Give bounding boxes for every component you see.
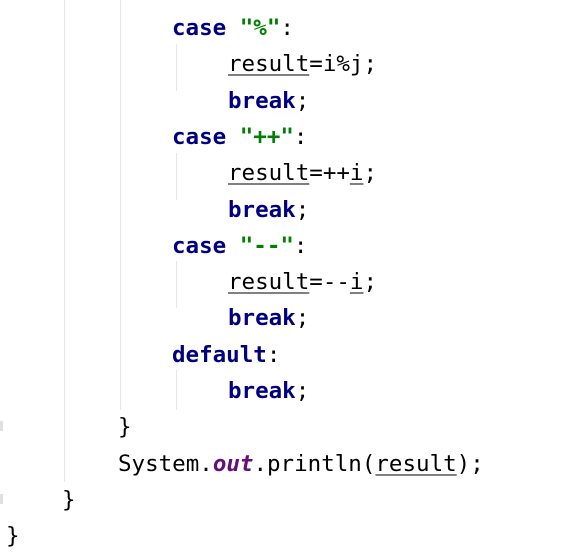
token-text: } (118, 414, 132, 441)
token-string: "++" (239, 123, 294, 150)
token-keyword: case (172, 15, 227, 41)
fold-marker[interactable] (0, 421, 3, 431)
code-line-method-close-brace[interactable]: } (62, 482, 76, 518)
token-variable: i (349, 269, 364, 296)
token-keyword: case (172, 232, 227, 259)
token-text (226, 233, 240, 259)
token-keyword: default (172, 341, 267, 368)
token-keyword: break (228, 196, 296, 223)
token-text: : (266, 341, 281, 368)
code-line-case-percent[interactable]: case "%": (172, 10, 294, 46)
token-text: : (280, 15, 294, 41)
token-text (226, 15, 240, 41)
token-variable: result (228, 269, 310, 296)
token-text: ); (456, 450, 484, 477)
code-line-break-1[interactable]: break; (228, 83, 309, 119)
code-line-assign-modulo[interactable]: result=i%j; (228, 46, 377, 82)
token-variable: i (349, 160, 364, 187)
token-static-field: out (212, 450, 254, 477)
token-text: ; (295, 378, 310, 404)
token-string: "--" (239, 232, 294, 259)
code-line-break-3[interactable]: break; (228, 300, 309, 336)
indent-guide (176, 153, 177, 200)
token-keyword: break (228, 305, 296, 332)
token-text: } (6, 523, 20, 550)
code-line-class-close-brace[interactable]: } (6, 518, 20, 554)
token-text: =++ (309, 160, 350, 187)
token-text: : (293, 123, 308, 150)
code-line-switch-close-brace[interactable]: } (118, 409, 132, 445)
indent-guide (176, 261, 177, 308)
code-line-case-increment[interactable]: case "++": (172, 119, 307, 155)
token-text: } (62, 486, 76, 513)
token-text: .println( (253, 450, 376, 477)
code-line-println-call[interactable]: System.out.println(result); (118, 446, 484, 482)
token-variable: result (228, 160, 310, 187)
token-variable: result (228, 51, 310, 78)
code-line-case-decrement[interactable]: case "--": (172, 228, 307, 264)
token-text: =-- (309, 269, 350, 296)
token-text (226, 124, 240, 150)
code-line-default-label[interactable]: default: (172, 337, 280, 373)
token-text: System. (118, 450, 213, 477)
indent-guide (176, 370, 177, 410)
indent-guide (64, 0, 65, 482)
code-line-assign-decrement[interactable]: result=--i; (228, 264, 377, 300)
token-keyword: case (172, 123, 227, 150)
fold-marker[interactable] (0, 494, 3, 504)
token-string: "%" (239, 15, 281, 41)
code-line-assign-increment[interactable]: result=++i; (228, 155, 377, 191)
token-text: ; (363, 160, 378, 187)
token-text: : (293, 232, 308, 259)
code-line-break-2[interactable]: break; (228, 192, 309, 228)
token-text: ; (295, 196, 310, 223)
token-variable: result (375, 450, 457, 477)
code-line-break-4[interactable]: break; (228, 373, 309, 409)
token-text: ; (295, 87, 310, 114)
token-text: ; (363, 269, 378, 296)
token-keyword: break (228, 378, 296, 404)
indent-guide (120, 0, 121, 410)
token-text: =i%j; (309, 51, 378, 78)
token-keyword: break (228, 87, 296, 114)
indent-guide (176, 44, 177, 91)
token-text: ; (295, 305, 310, 332)
